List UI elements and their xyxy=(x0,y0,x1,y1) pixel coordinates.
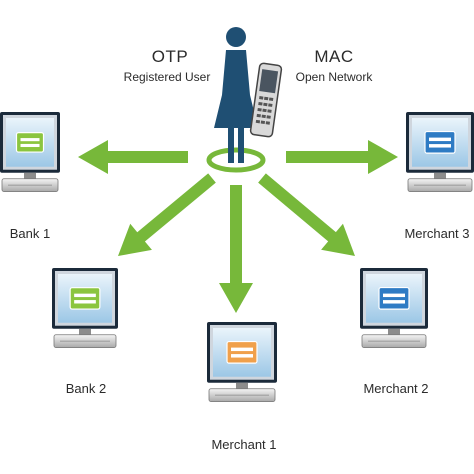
merchant-2-label: Merchant 2 xyxy=(363,381,429,396)
bank-1-computer-icon xyxy=(0,112,60,193)
computer-group xyxy=(0,112,474,403)
merchant-1-computer-icon xyxy=(207,322,277,403)
hub-ring xyxy=(206,147,266,173)
merchant-3-label: Merchant 3 xyxy=(404,226,470,241)
mac-subtitle: Open Network xyxy=(295,70,373,84)
arrow-to-merchant-2 xyxy=(258,173,356,256)
arrow-to-merchant-1 xyxy=(219,185,253,313)
mac-title: MAC xyxy=(314,47,354,66)
arrow-to-merchant-3 xyxy=(286,140,398,174)
merchant-3-computer-icon xyxy=(406,112,474,193)
otp-subtitle: Registered User xyxy=(123,70,211,84)
arrow-to-bank-2 xyxy=(118,173,216,257)
arrow-group xyxy=(78,140,398,313)
arrow-to-bank-1 xyxy=(78,140,188,174)
phone-icon xyxy=(249,62,283,138)
merchant-2-computer-icon xyxy=(360,268,428,349)
bank-1-label: Bank 1 xyxy=(9,226,51,241)
otp-title: OTP xyxy=(151,47,189,66)
merchant-1-label: Merchant 1 xyxy=(211,437,277,452)
bank-2-computer-icon xyxy=(52,268,118,349)
bank-2-label: Bank 2 xyxy=(65,381,107,396)
person-icon xyxy=(214,27,258,163)
